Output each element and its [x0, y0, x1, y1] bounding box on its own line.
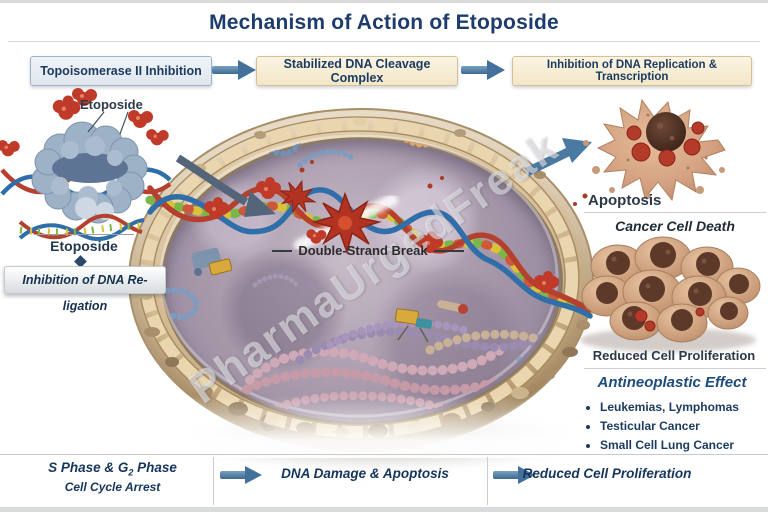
arrest-label: Cell Cycle Arrest	[64, 479, 161, 494]
dna-break-burst	[278, 160, 588, 255]
indication-item: Testicular Cancer	[600, 417, 768, 436]
bottom-divider	[0, 454, 768, 455]
etoposide-bottom-label: Etoposide	[50, 238, 118, 254]
topoisomerase-complex	[0, 88, 172, 241]
bottom-step-dna-damage: DNA Damage & Apoptosis	[281, 466, 449, 481]
indication-item: Small Cell Lung Cancer	[600, 436, 768, 455]
cancer-cell-cluster	[580, 236, 761, 352]
bottom-vertical-divider	[487, 457, 488, 505]
antineoplastic-effect-title: Antineoplastic Effect	[597, 374, 747, 391]
flow-arrow-icon	[220, 466, 264, 484]
right-divider	[584, 368, 766, 369]
double-strand-break-label: Double-Strand Break	[268, 243, 468, 258]
bottom-edge-line	[0, 507, 768, 512]
flow-arrow-icon	[212, 60, 258, 80]
apoptosis-arrow-icon	[525, 138, 592, 177]
religation-inhibition-label: Inhibition of DNA Re-ligation	[4, 266, 166, 313]
flow-arrow-icon	[493, 466, 537, 484]
flow-step-cleavage-complex: Stabilized DNA Cleavage Complex	[256, 56, 458, 86]
page-title: Mechanism of Action of Etoposide	[209, 11, 559, 34]
phase-label: S Phase & G2 Phase	[48, 460, 177, 478]
dna-strand-cell	[145, 185, 595, 319]
label-leader-lines	[87, 111, 129, 135]
cell-entry-arrow-icon	[175, 154, 276, 217]
dash-line	[272, 249, 293, 252]
flow-step-label: Topoisomerase II Inhibition	[40, 64, 202, 78]
bottom-step-cell-cycle-arrest: S Phase & G2 Phase Cell Cycle Arrest	[20, 460, 205, 494]
flow-arrow-icon	[461, 60, 507, 80]
etoposide-molecule-clusters-left	[0, 88, 169, 157]
right-divider	[584, 212, 766, 213]
fog-overlay	[138, 396, 613, 458]
etoposide-molecule-clusters	[204, 177, 559, 293]
apoptotic-cell	[583, 98, 726, 202]
dash-line	[433, 249, 464, 252]
flow-step-label: Inhibition of DNA Replication & Transcri…	[546, 59, 718, 83]
indication-list: Leukemias, Lymphomas Testicular Cancer S…	[586, 398, 768, 455]
reduced-proliferation-label: Reduced Cell Proliferation	[592, 348, 756, 363]
apoptosis-label: Apoptosis	[588, 192, 662, 209]
bottom-step-reduced-proliferation: Reduced Cell Proliferation	[522, 466, 692, 481]
replication-machinery	[191, 247, 468, 343]
cancer-cell-death-label: Cancer Cell Death	[615, 218, 735, 234]
flow-step-label: Stabilized DNA Cleavage Complex	[283, 57, 431, 85]
etoposide-top-label: Etoposide	[80, 97, 143, 112]
title-divider	[8, 41, 760, 42]
indication-item: Leukemias, Lymphomas	[600, 398, 768, 417]
flow-step-replication-inhibition: Inhibition of DNA Replication & Transcri…	[512, 56, 752, 86]
flow-step-topoisomerase-inhibition: Topoisomerase II Inhibition	[30, 56, 212, 86]
bottom-vertical-divider	[213, 457, 214, 505]
label-rule	[34, 234, 134, 235]
top-edge-line	[0, 0, 768, 3]
